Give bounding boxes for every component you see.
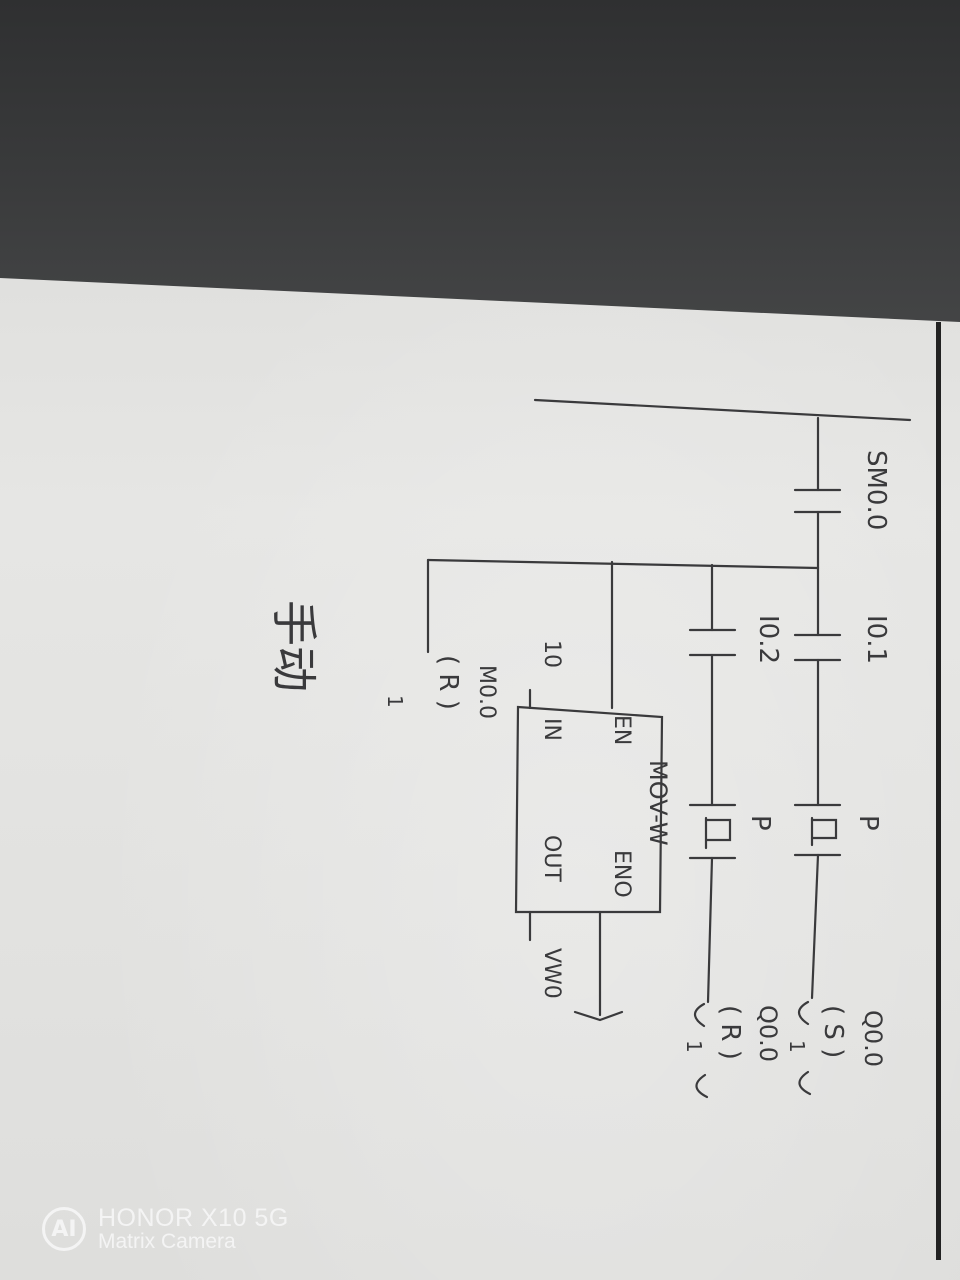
mov-w-box bbox=[514, 705, 664, 914]
mov-out-label: OUT bbox=[539, 835, 564, 882]
mov-in-value: 10 bbox=[539, 640, 564, 668]
coil-set-count: 1 bbox=[785, 1040, 809, 1053]
label-m00: M0.0 bbox=[474, 665, 499, 719]
power-rail bbox=[533, 398, 912, 422]
branch-bus bbox=[426, 558, 820, 570]
mov-eno-label: ENO bbox=[609, 850, 634, 898]
mov-en-label: EN bbox=[609, 715, 634, 745]
coil-s-right-paren bbox=[798, 1070, 812, 1096]
edge-p2-shape bbox=[704, 818, 732, 842]
watermark-brand: HONOR X10 5G bbox=[98, 1204, 289, 1232]
coil-reset: ( R ) bbox=[715, 1005, 745, 1060]
label-i02: I0.2 bbox=[753, 615, 783, 664]
dark-background bbox=[0, 0, 960, 330]
wire-segment bbox=[706, 856, 714, 1004]
mov-in-label: IN bbox=[539, 718, 564, 741]
coil-set: ( S ) bbox=[818, 1005, 848, 1058]
eno-arrow bbox=[573, 1010, 624, 1022]
wire-segment bbox=[810, 853, 820, 1000]
label-edge-p2: P bbox=[745, 815, 775, 831]
note-manual: 手动 bbox=[267, 600, 321, 692]
label-i01: I0.1 bbox=[861, 615, 891, 664]
label-sm00: SM0.0 bbox=[861, 450, 891, 530]
ai-badge-icon: AI bbox=[42, 1207, 86, 1252]
coil-s-left-paren bbox=[797, 1000, 810, 1026]
coil-reset-m00: ( R ) bbox=[433, 655, 463, 710]
camera-watermark: AI HONOR X10 5G Matrix Camera bbox=[42, 1205, 289, 1253]
mov-out-value: VW0 bbox=[539, 948, 564, 999]
label-edge-p1: P bbox=[853, 815, 883, 831]
label-q00-set: Q0.0 bbox=[859, 1010, 887, 1067]
coil-r-left-paren bbox=[693, 1002, 706, 1028]
edge-p1-shape bbox=[810, 818, 838, 840]
paper-margin-line bbox=[936, 322, 941, 1260]
mov-w-title: MOV-W bbox=[644, 760, 672, 846]
watermark-text: HONOR X10 5G Matrix Camera bbox=[98, 1205, 289, 1253]
coil-r-right-paren bbox=[695, 1073, 709, 1099]
coil-m00-count: 1 bbox=[383, 695, 407, 708]
label-q00-reset: Q0.0 bbox=[754, 1005, 782, 1062]
coil-reset-count: 1 bbox=[682, 1040, 706, 1053]
watermark-sub: Matrix Camera bbox=[98, 1230, 236, 1254]
